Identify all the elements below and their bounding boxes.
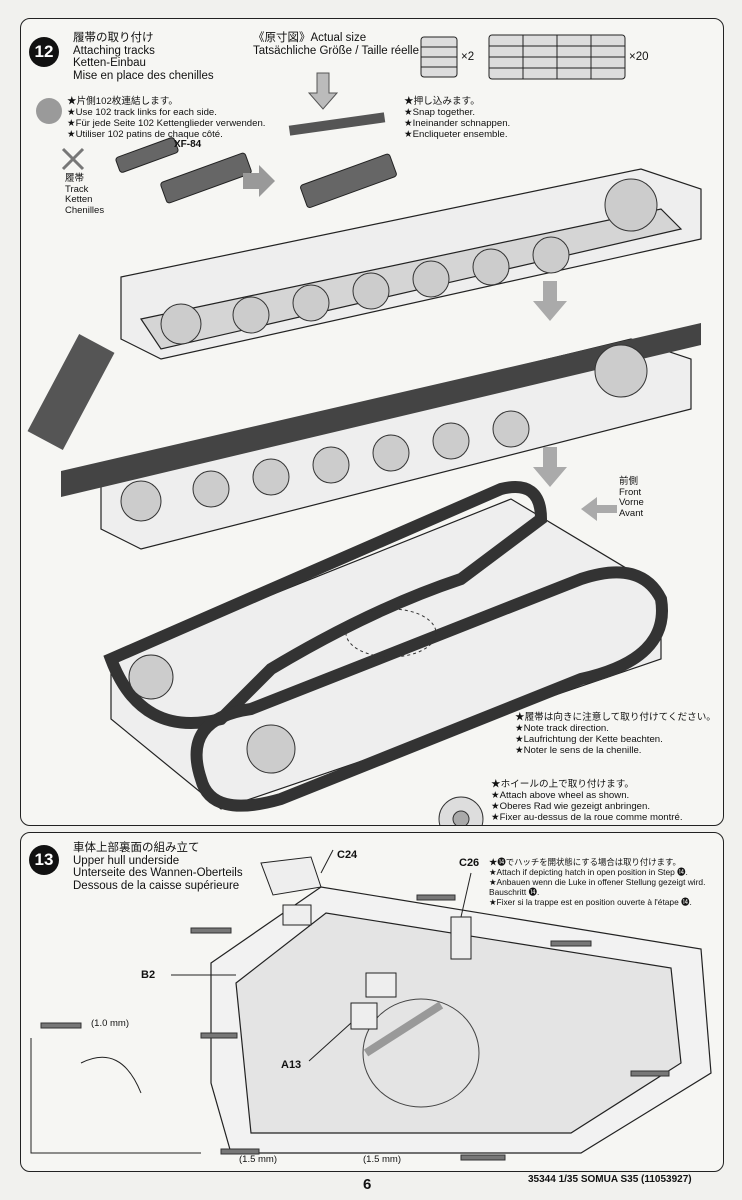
step-13-title-fr: Dessous de la caisse supérieure — [73, 879, 240, 892]
note-line: ★片側102枚連結します。 — [67, 96, 178, 107]
step-12-illustration — [27, 34, 702, 825]
part-b2-label: B2 — [141, 969, 156, 981]
track-label-de: Ketten — [65, 194, 93, 205]
step-13-panel: 13 車体上部裏面の組み立て Upper hull underside Unte… — [20, 832, 724, 1172]
actual-size-other: Tatsächliche Größe / Taille réelle — [253, 44, 419, 57]
step-13-illustration — [30, 849, 712, 1161]
note-line: ★Oberes Rad wie gezeigt anbringen. — [491, 801, 650, 812]
catalog-number: 35344 1/35 SOMUA S35 (11053927) — [528, 1174, 692, 1185]
note-line: ★Fixer si la trappe est en position ouve… — [489, 897, 692, 907]
page-number: 6 — [363, 1176, 372, 1193]
step-13-title-en: Upper hull underside — [73, 854, 180, 867]
step-12-number: 12 — [29, 37, 59, 67]
note-track-links: ★片側102枚連結します。 ★Use 102 track links for e… — [67, 96, 265, 140]
drill-size-3: (1.5 mm) — [363, 1154, 401, 1165]
count-small: ×2 — [461, 51, 475, 63]
note-hatch-open: ★⓮でハッチを開状態にする場合は取り付けます。 ★Attach if depic… — [489, 857, 705, 907]
note-attach-wheel: ★ホイールの上で取り付けます。 ★Attach above wheel as s… — [491, 779, 683, 823]
step-12-title-de: Ketten-Einbau — [73, 57, 146, 69]
note-line: ★Attach above wheel as shown. — [491, 790, 630, 801]
note-line: ★⓮でハッチを開状態にする場合は取り付けます。 — [489, 857, 681, 867]
step-12-title-en: Attaching tracks — [73, 44, 155, 57]
note-line: ★Use 102 track links for each side. — [67, 107, 217, 118]
note-line: ★Note track direction. — [515, 723, 609, 734]
part-c26-label: C26 — [459, 857, 480, 869]
step-13-title-de: Unterseite des Wannen-Oberteils — [73, 867, 243, 879]
note-line: ★Laufrichtung der Kette beachten. — [515, 734, 663, 745]
note-line: ★ホイールの上で取り付けます。 — [491, 779, 634, 790]
step-13-title: 車体上部裏面の組み立て Upper hull underside Unterse… — [73, 842, 243, 892]
part-c24-label: C24 — [337, 849, 358, 861]
note-snap-together: ★押し込みます。 ★Snap together. ★Ineinander sch… — [404, 96, 510, 140]
note-line: ★Encliqueter ensemble. — [404, 129, 508, 140]
track-label-ja: 履帯 — [65, 173, 85, 184]
front-label-de: Vorne — [619, 497, 644, 508]
step-12-title-ja: 履帯の取り付け — [73, 32, 154, 44]
front-label-fr: Avant — [619, 507, 644, 519]
note-line: ★Noter le sens de la chenille. — [515, 745, 642, 756]
actual-size-ja: 《原寸図》Actual size — [253, 32, 367, 44]
drill-size-1: (1.0 mm) — [91, 1018, 129, 1029]
note-line: ★Attach if depicting hatch in open posit… — [489, 867, 688, 877]
note-line: ★Für jede Seite 102 Kettenglieder verwen… — [67, 118, 266, 129]
note-line: ★履帯は向きに注意して取り付けてください。 — [515, 712, 716, 723]
step-12-title-fr: Mise en place des chenilles — [73, 69, 214, 82]
track-label: 履帯 Track Ketten Chenilles — [65, 173, 105, 216]
note-track-direction: ★履帯は向きに注意して取り付けてください。 ★Note track direct… — [515, 712, 716, 756]
note-line: ★Anbauen wenn die Luke in offener Stellu… — [489, 877, 706, 887]
part-a13-label: A13 — [281, 1059, 302, 1071]
drill-size-2: (1.5 mm) — [239, 1154, 277, 1165]
paint-code: XF-84 — [174, 139, 202, 150]
front-direction-label: 前側 Front Vorne Avant — [619, 476, 644, 519]
step-12-panel: 12 履帯の取り付け Attaching tracks Ketten-Einba… — [20, 18, 724, 826]
count-large: ×20 — [629, 51, 649, 63]
front-label-ja: 前側 — [619, 476, 639, 487]
step-13-number: 13 — [29, 845, 59, 875]
note-line: Bauschritt ⓮. — [489, 887, 540, 897]
step-12-title: 履帯の取り付け Attaching tracks Ketten-Einbau M… — [73, 32, 214, 82]
note-line: ★Snap together. — [404, 107, 476, 118]
step-13-title-ja: 車体上部裏面の組み立て — [73, 842, 200, 854]
track-label-fr: Chenilles — [65, 204, 105, 216]
actual-size-label: 《原寸図》Actual size Tatsächliche Größe / Ta… — [253, 32, 419, 57]
note-line: ★押し込みます。 — [404, 96, 480, 107]
front-label-en: Front — [619, 486, 642, 498]
note-line: ★Fixer au-dessus de la roue comme montré… — [491, 812, 683, 823]
track-label-en: Track — [65, 183, 89, 195]
note-line: ★Utiliser 102 patins de chaque côté. — [67, 129, 223, 140]
note-line: ★Ineinander schnappen. — [404, 118, 511, 129]
